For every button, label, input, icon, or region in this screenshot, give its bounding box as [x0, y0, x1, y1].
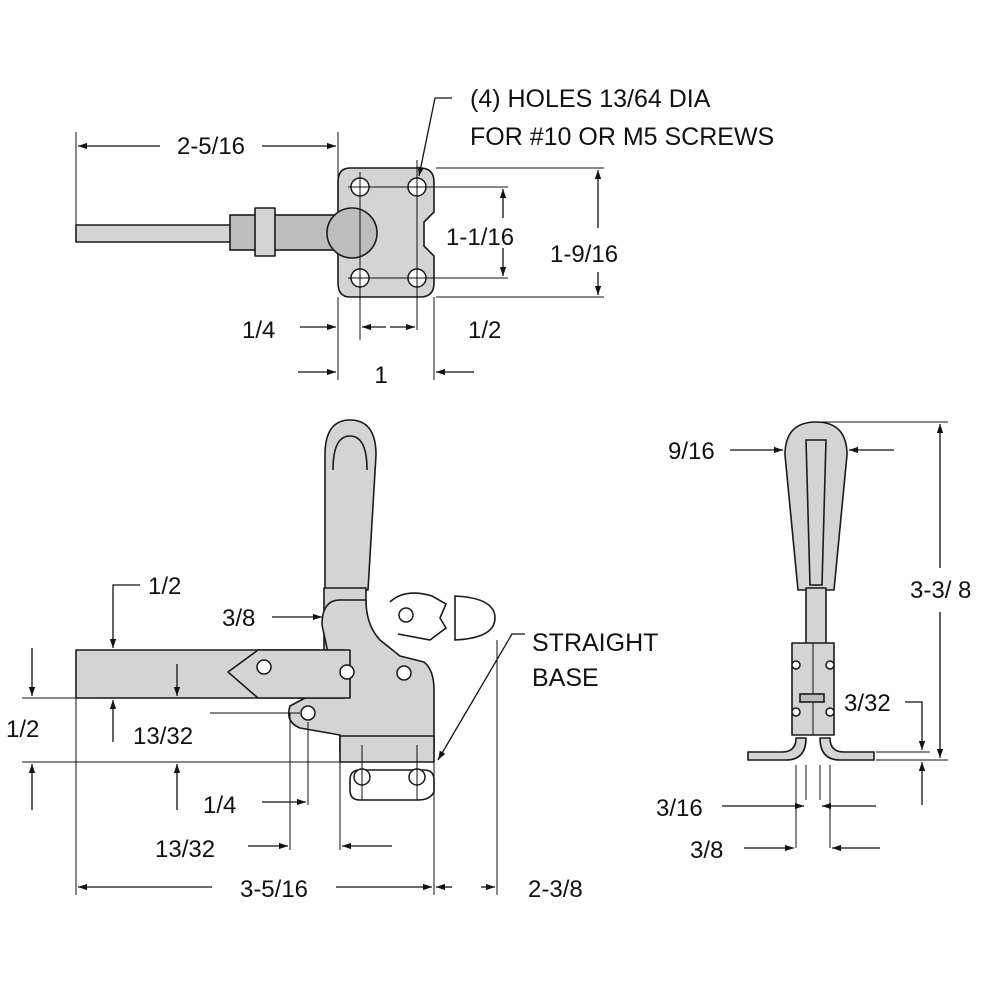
base-note-line2: BASE: [532, 664, 599, 692]
end-view: 9/16 3-3/ 8 3/32 3/16 3/8: [656, 421, 971, 864]
end-view-shank: [805, 587, 827, 645]
end-view-base: [747, 737, 807, 761]
side-bar-reach-dim: 3-5/16: [240, 876, 308, 903]
side-view: STRAIGHT BASE 1/2 3/8 1/2 13/32 1/4: [6, 419, 658, 903]
end-handle-width-dim: 9/16: [668, 438, 715, 465]
side-bar-to-base-dim: 1/2: [6, 716, 39, 743]
side-view-pivot: [396, 665, 412, 681]
top-hole-spacing-dim: 1-1/16: [446, 224, 514, 251]
top-edge-hole-dim: 1/4: [242, 317, 275, 344]
top-view-spindle: [254, 207, 276, 257]
end-view-latch: [799, 693, 825, 703]
side-bar-offset-dim: 13/32: [133, 723, 193, 750]
top-base-length-dim: 1: [374, 362, 387, 389]
side-view-handle: [324, 419, 377, 591]
side-view-pivot: [398, 607, 414, 623]
side-view-base: [339, 735, 435, 763]
side-view-body: [287, 599, 435, 753]
top-reach-dim: 2-5/16: [177, 133, 245, 160]
side-view-pivot: [300, 705, 316, 721]
top-view-bar-holder: [229, 214, 339, 251]
holes-note-line2: FOR #10 OR M5 SCREWS: [470, 123, 774, 151]
end-slot-width-dim: 3/16: [656, 795, 703, 822]
side-base-edge-dim: 1/4: [203, 792, 236, 819]
base-note-line1: STRAIGHT: [532, 629, 658, 657]
side-open-clearance-dim: 2-3/8: [528, 876, 583, 903]
side-view-pivot: [256, 659, 272, 675]
end-view-handle: [784, 421, 848, 591]
side-bar-height-dim: 1/2: [148, 573, 181, 600]
top-hole-spacing-h-dim: 1/2: [468, 317, 501, 344]
side-pivot-hole-dim: 13/32: [155, 836, 215, 863]
end-overall-height-dim: 3-3/ 8: [910, 577, 971, 604]
holes-note-line1: (4) HOLES 13/64 DIA: [470, 85, 711, 113]
top-view: 2-5/16 (4) HOLES 13/64 DIA FOR #10 OR M5…: [75, 85, 774, 389]
top-view-pivot: [326, 207, 378, 259]
side-view-pivot: [339, 664, 355, 680]
end-upright-width-dim: 3/8: [690, 837, 723, 864]
end-base-thickness-dim: 3/32: [844, 690, 891, 717]
top-base-width-dim: 1-9/16: [550, 241, 618, 268]
side-pivot-offset-dim: 3/8: [222, 605, 255, 632]
